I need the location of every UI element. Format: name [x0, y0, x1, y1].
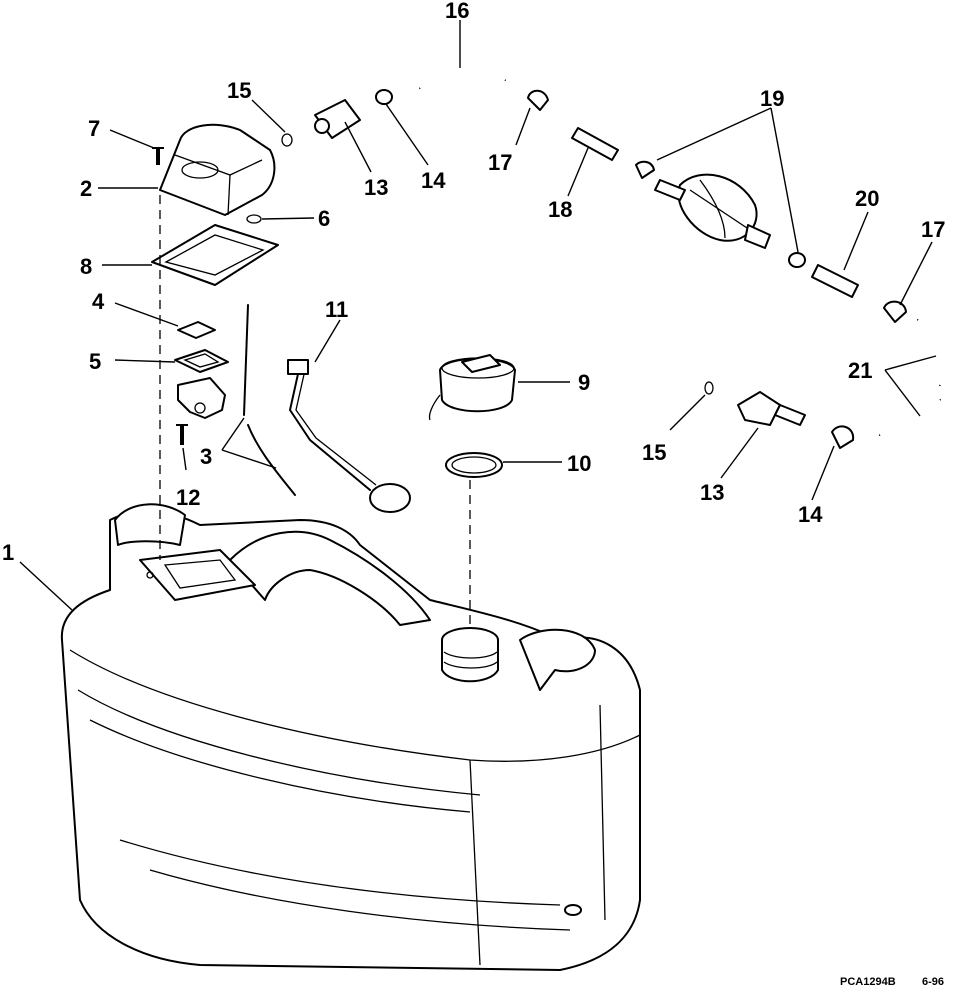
callout-18: 18: [548, 197, 572, 222]
clamp-17a: [527, 89, 549, 111]
callout-9: 9: [578, 370, 590, 395]
callout-7: 7: [88, 116, 100, 141]
callout-21: 21: [848, 358, 872, 383]
fitting-bracket: [177, 377, 226, 419]
callout-14b: 14: [798, 502, 823, 527]
callout-13b: 13: [700, 480, 724, 505]
fitting-18: [571, 127, 619, 161]
connector-13b: [737, 391, 806, 426]
drawing-date: 6-96: [922, 976, 944, 987]
callout-13a: 13: [364, 175, 388, 200]
o-ring-15a: [281, 133, 293, 147]
callout-14a: 14: [421, 168, 446, 193]
connector-13a: [314, 99, 361, 139]
screw-7: [152, 147, 164, 165]
pickup-tubes: [243, 304, 296, 496]
callout-4: 4: [92, 289, 105, 314]
callout-15b: 15: [642, 440, 666, 465]
callout-19: 19: [760, 86, 784, 111]
callout-17b: 17: [921, 217, 945, 242]
leader-lines: [19, 20, 937, 611]
fitting-20: [811, 264, 859, 298]
callout-15a: 15: [227, 78, 251, 103]
callout-8: 8: [80, 254, 92, 279]
drawing-code: PCA1294B: [840, 976, 896, 987]
filler-cap: [428, 354, 516, 421]
cap-gasket: [445, 452, 503, 478]
gasket-8: [151, 224, 279, 286]
callout-17a: 17: [488, 150, 512, 175]
callout-2: 2: [80, 176, 92, 201]
small-gasket-4: [177, 321, 216, 339]
callout-12: 12: [176, 485, 200, 510]
clamp-17b: [883, 300, 907, 323]
callout-1: 1: [2, 540, 14, 565]
callout-10: 10: [567, 451, 591, 476]
clamp-19b: [788, 252, 806, 268]
float-arm: [287, 359, 411, 513]
hose-16: [416, 66, 508, 92]
fuel-gauge-housing: [159, 123, 276, 216]
o-ring-6: [246, 214, 262, 224]
clamp-14a: [375, 89, 393, 105]
primer-bulb: [654, 173, 771, 249]
fuel-tank: [60, 503, 641, 971]
screw-12: [176, 424, 188, 445]
gasket-5: [174, 349, 229, 373]
callout-11: 11: [325, 297, 348, 322]
callout-20: 20: [855, 186, 879, 211]
clamp-19a: [635, 160, 655, 179]
callout-5: 5: [89, 349, 101, 374]
hose-21: [877, 316, 948, 440]
clamp-14b: [831, 425, 855, 449]
callout-6: 6: [318, 206, 330, 231]
callout-3: 3: [200, 444, 212, 469]
callout-16: 16: [445, 0, 469, 23]
o-ring-15b: [704, 381, 714, 395]
